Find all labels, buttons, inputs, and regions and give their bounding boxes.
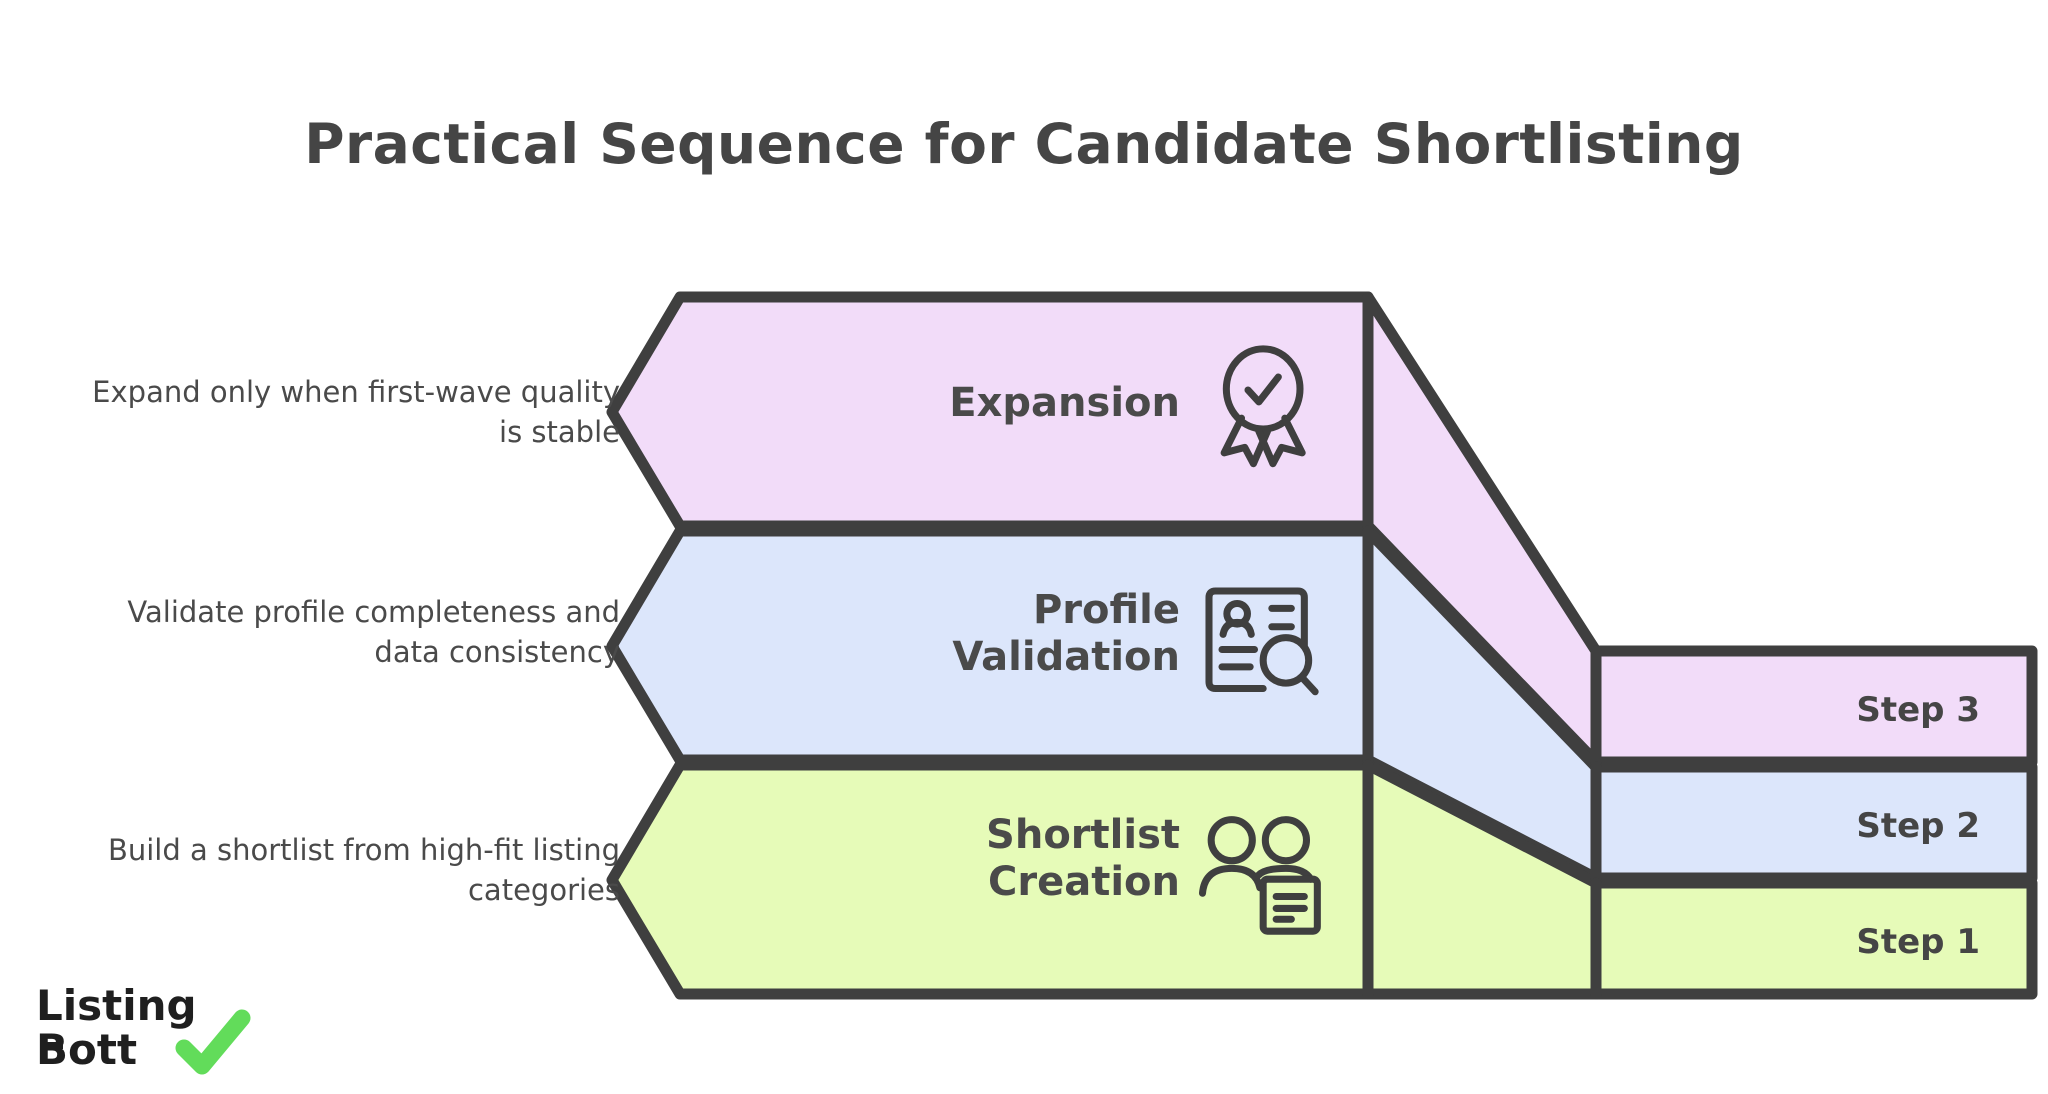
step-description-3: Expand only when first-wave quality is s…	[92, 375, 620, 450]
step-description-2: Validate profile completeness and data c…	[127, 595, 620, 670]
step-description-1: Build a shortlist from high-fit listing …	[107, 833, 620, 908]
logo-b-bar	[41, 1042, 63, 1049]
people-document-icon	[1198, 816, 1321, 935]
award-ribbon-check-icon	[1220, 345, 1306, 468]
logo-line1: Listing	[36, 981, 197, 1030]
id-document-search-icon	[1205, 587, 1319, 696]
band-label-profile-validation: Profile Validation	[952, 587, 1180, 681]
band-label-shortlist-creation: Shortlist Creation	[986, 812, 1180, 906]
listing-bott-logo: Listing Bott	[36, 981, 251, 1075]
band-label-expansion: Expansion	[949, 380, 1180, 426]
step-label-1: Step 1	[1856, 922, 1980, 962]
step-label-3: Step 3	[1856, 690, 1980, 730]
logo-line2: Bott	[36, 1025, 137, 1074]
step-label-2: Step 2	[1856, 806, 1980, 846]
checkmark-icon	[175, 1009, 251, 1075]
page-title: Practical Sequence for Candidate Shortli…	[304, 112, 1744, 176]
